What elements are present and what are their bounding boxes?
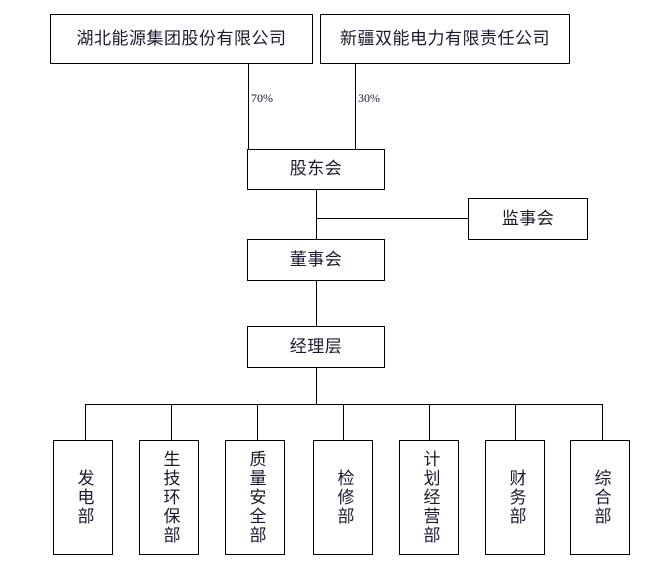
node-department-5: 计划经营部	[399, 440, 459, 555]
node-department-3-label: 质量安全部	[246, 450, 266, 545]
edge-department-bus	[85, 404, 603, 405]
edge-meeting-to-supervisors	[316, 218, 468, 219]
edge-meeting-to-directors	[316, 190, 317, 239]
node-shareholder-b-label: 新疆双能电力有限责任公司	[340, 28, 550, 48]
edge-bus-to-department-6	[515, 404, 516, 440]
edge-management-to-bus	[316, 368, 317, 404]
edge-shareholder-b-to-meeting	[355, 64, 356, 149]
node-department-7: 综合部	[570, 440, 630, 555]
node-department-4: 检修部	[313, 440, 373, 555]
node-shareholders-meeting-label: 股东会	[289, 159, 343, 179]
node-department-6-label: 财务部	[506, 469, 526, 526]
node-board-of-directors-label: 董事会	[289, 249, 343, 269]
edge-directors-to-management	[316, 281, 317, 326]
edge-bus-to-department-5	[429, 404, 430, 440]
node-department-3: 质量安全部	[225, 440, 285, 555]
node-shareholder-a: 湖北能源集团股份有限公司	[50, 14, 313, 64]
node-management: 经理层	[247, 326, 385, 368]
node-shareholder-b: 新疆双能电力有限责任公司	[320, 14, 570, 64]
edge-bus-to-department-3	[257, 404, 258, 440]
edge-label-shareholder-a-percent: 70%	[251, 91, 273, 105]
node-department-7-label: 综合部	[591, 469, 611, 526]
edge-bus-to-department-2	[171, 404, 172, 440]
node-shareholder-a-label: 湖北能源集团股份有限公司	[76, 28, 287, 48]
node-shareholders-meeting: 股东会	[247, 149, 385, 190]
node-department-6: 财务部	[485, 440, 545, 555]
node-department-2: 生技环保部	[139, 440, 199, 555]
node-board-of-supervisors: 监事会	[468, 198, 588, 240]
node-department-1: 发电部	[53, 440, 113, 555]
edge-bus-to-department-1	[85, 404, 86, 440]
node-department-5-label: 计划经营部	[420, 450, 440, 545]
node-department-2-label: 生技环保部	[160, 450, 180, 545]
node-board-of-directors: 董事会	[247, 239, 385, 281]
edge-bus-to-department-4	[343, 404, 344, 440]
edge-shareholder-a-to-meeting	[248, 64, 249, 149]
node-department-4-label: 检修部	[334, 469, 354, 526]
node-management-label: 经理层	[289, 336, 343, 356]
edge-label-shareholder-b-percent: 30%	[358, 91, 380, 105]
node-board-of-supervisors-label: 监事会	[501, 208, 555, 228]
node-department-1-label: 发电部	[74, 469, 94, 526]
edge-bus-to-department-7	[602, 404, 603, 440]
